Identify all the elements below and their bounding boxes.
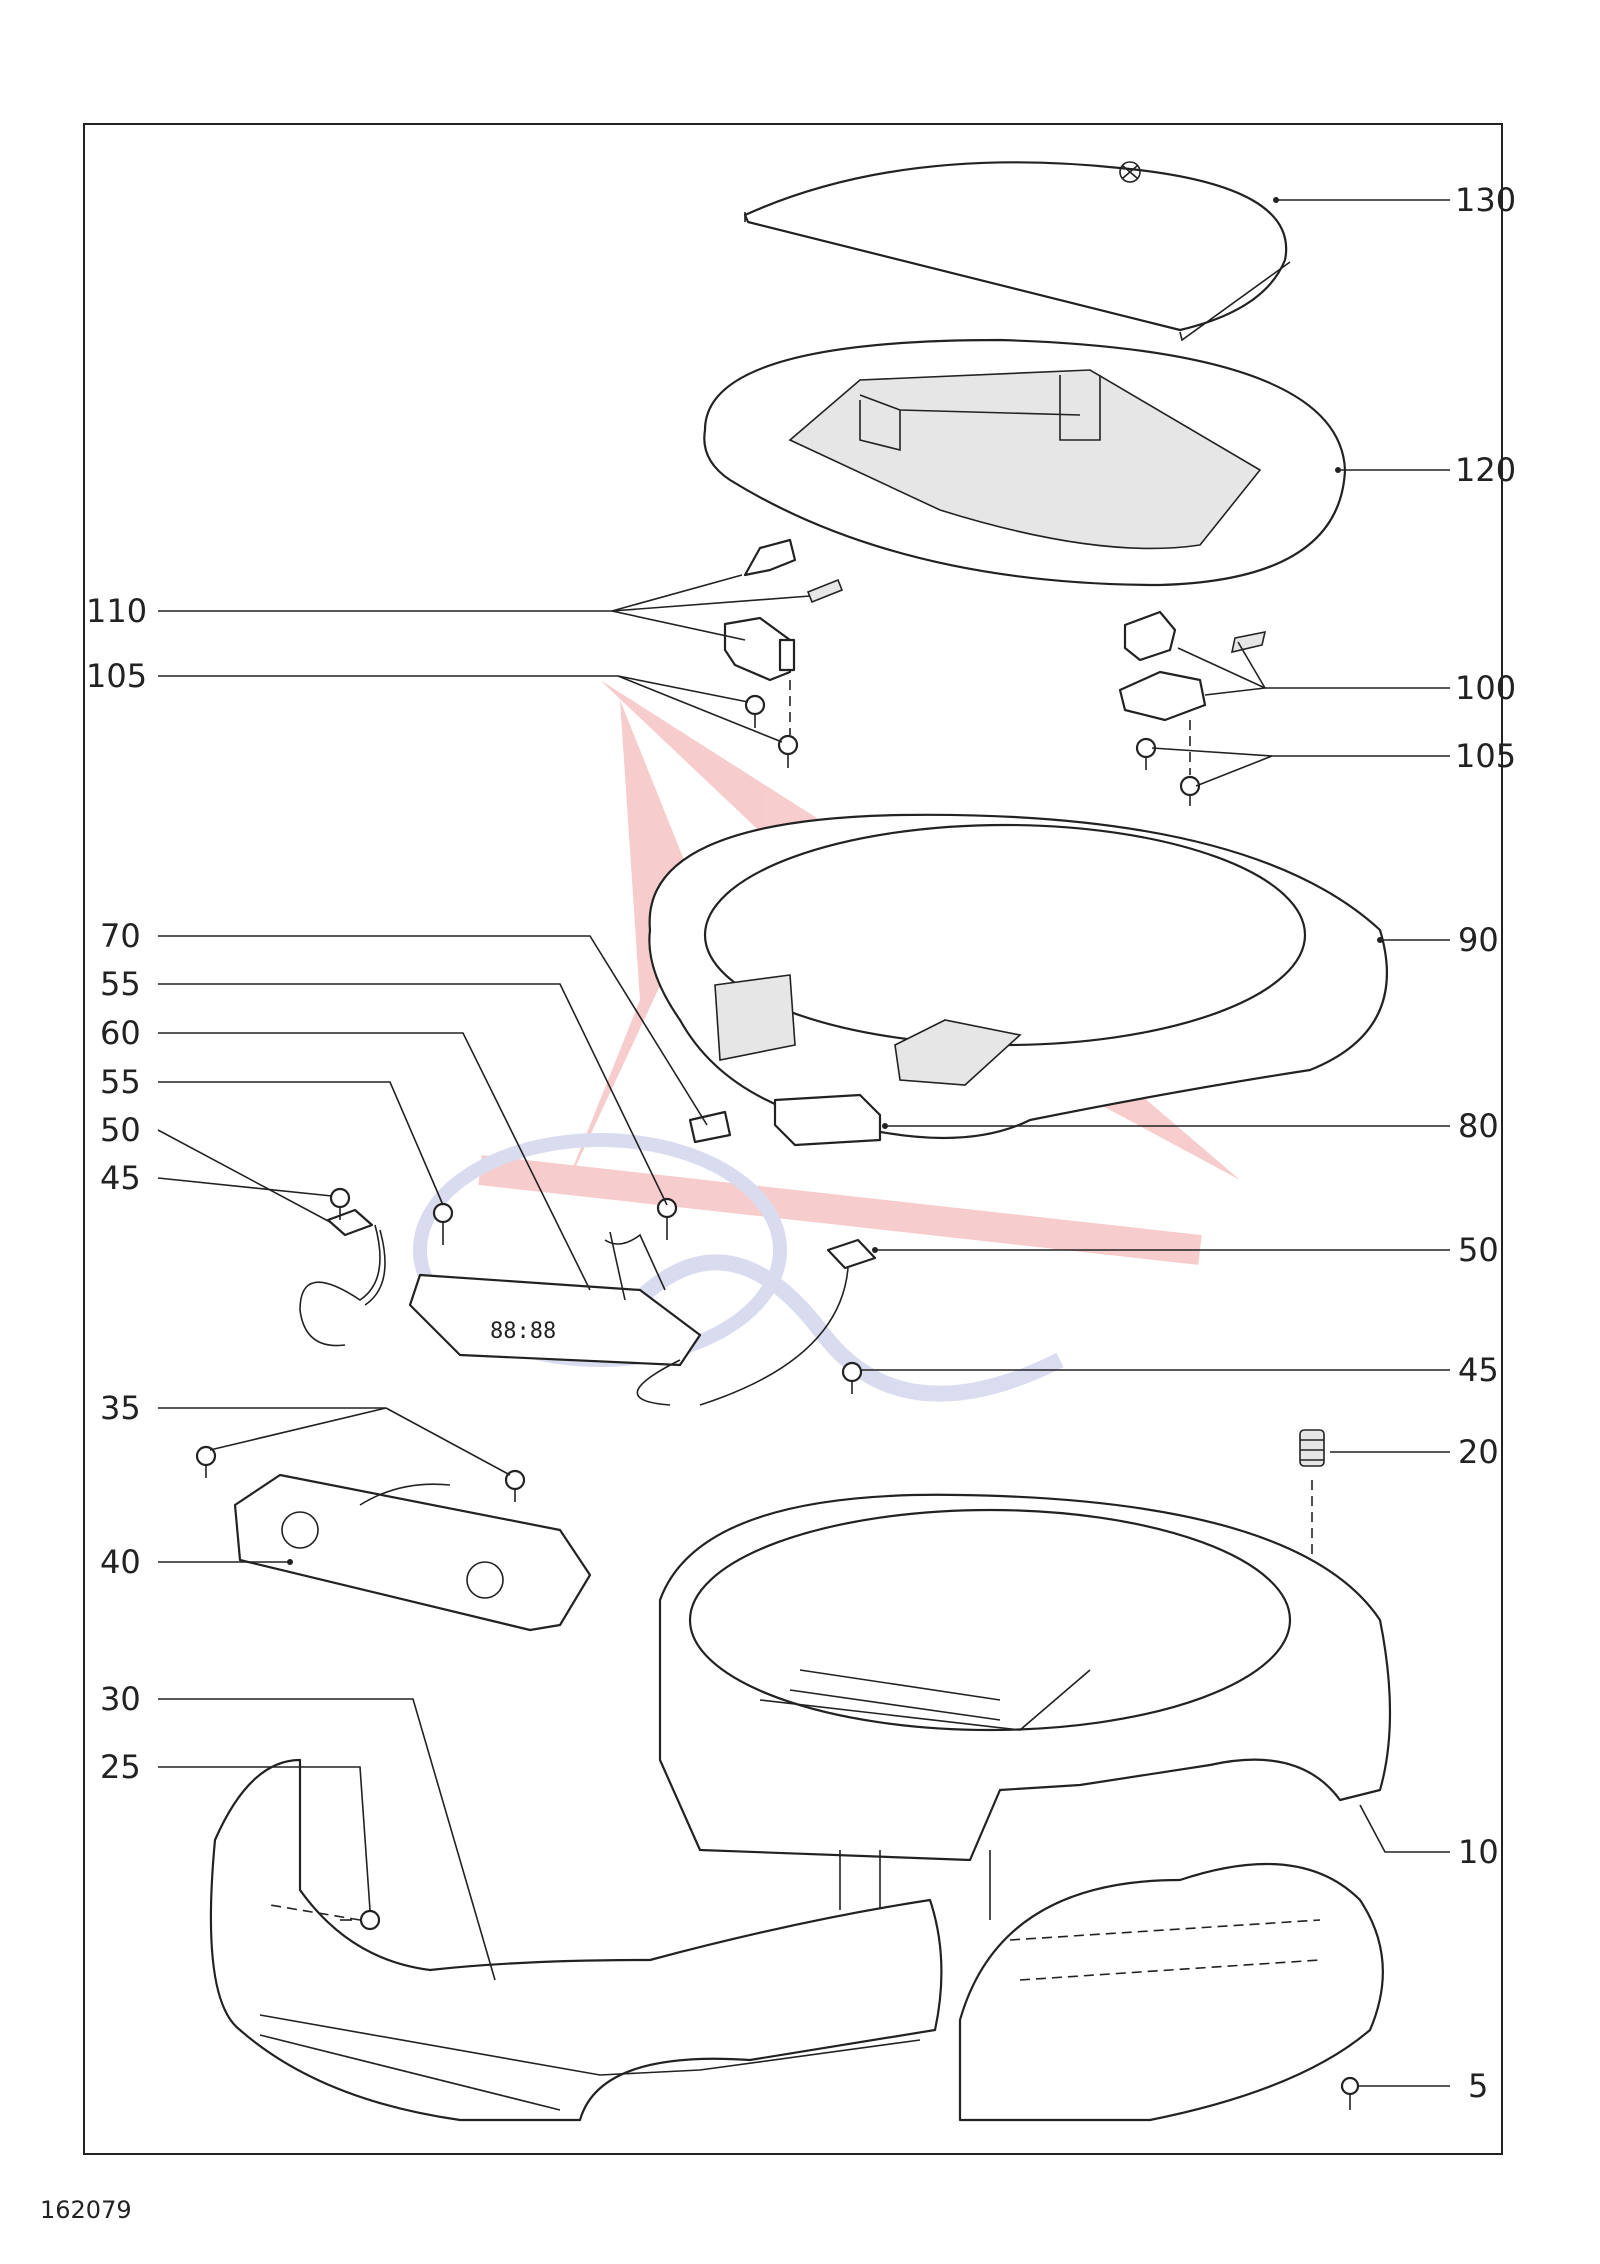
callout-50-left: 50 bbox=[100, 1111, 141, 1149]
part-40-button-board bbox=[233, 1473, 592, 1632]
part-5-base-housing bbox=[958, 1862, 1384, 2122]
part-105-screws-right bbox=[1135, 720, 1201, 806]
document-number: 162079 bbox=[40, 2196, 132, 2224]
callout-50-right: 50 bbox=[1458, 1231, 1499, 1269]
callout-120: 120 bbox=[1455, 451, 1516, 489]
part-60-display-board: 88:88 bbox=[408, 1231, 702, 1406]
part-120-ring-frame bbox=[703, 338, 1347, 587]
part-30-bumper bbox=[209, 1758, 943, 2122]
callout-105-left: 105 bbox=[86, 657, 147, 695]
callout-30: 30 bbox=[100, 1680, 141, 1718]
callout-20: 20 bbox=[1458, 1433, 1499, 1471]
callout-55-a: 55 bbox=[100, 965, 141, 1003]
callout-25: 25 bbox=[100, 1748, 141, 1786]
callout-45-left: 45 bbox=[100, 1159, 141, 1197]
part-130-lid bbox=[743, 161, 1291, 342]
callout-45-right: 45 bbox=[1458, 1351, 1499, 1389]
callout-80: 80 bbox=[1458, 1107, 1499, 1145]
part-25-screw bbox=[269, 1904, 381, 1931]
part-35-screws bbox=[195, 1445, 526, 1502]
part-50-switch-left bbox=[299, 1208, 386, 1347]
callout-5: 5 bbox=[1468, 2067, 1488, 2105]
callout-55-b: 55 bbox=[100, 1063, 141, 1101]
part-55-screws bbox=[432, 1197, 678, 1245]
part-110-hinge-left bbox=[723, 538, 844, 682]
part-90-top-cover bbox=[648, 813, 1388, 1140]
callout-130: 130 bbox=[1455, 181, 1516, 219]
part-70-button-block bbox=[688, 1110, 732, 1144]
part-20-spring bbox=[1299, 1429, 1325, 1560]
callout-60: 60 bbox=[100, 1014, 141, 1052]
part-10-chassis bbox=[658, 1493, 1392, 1920]
callout-labels: 130 120 110 105 100 105 90 70 55 60 55 5… bbox=[86, 181, 1516, 2105]
callout-90: 90 bbox=[1458, 921, 1499, 959]
part-50-switch-right bbox=[699, 1238, 877, 1406]
callout-70: 70 bbox=[100, 917, 141, 955]
drawing-frame bbox=[83, 123, 1503, 2155]
callout-40: 40 bbox=[100, 1543, 141, 1581]
callout-35: 35 bbox=[100, 1389, 141, 1427]
part-45-screw-right bbox=[841, 1361, 863, 1394]
part-105-screws-left bbox=[744, 680, 799, 768]
callout-105-right: 105 bbox=[1455, 737, 1516, 775]
leader-lines bbox=[157, 197, 1450, 2087]
display-digits: 88:88 bbox=[490, 1319, 556, 1344]
part-100-hinge-right bbox=[1118, 610, 1267, 722]
callout-100: 100 bbox=[1455, 669, 1516, 707]
callout-110: 110 bbox=[86, 592, 147, 630]
part-80-connector bbox=[773, 1093, 882, 1147]
callout-10: 10 bbox=[1458, 1833, 1499, 1871]
part-45-screw-left bbox=[329, 1187, 351, 1220]
